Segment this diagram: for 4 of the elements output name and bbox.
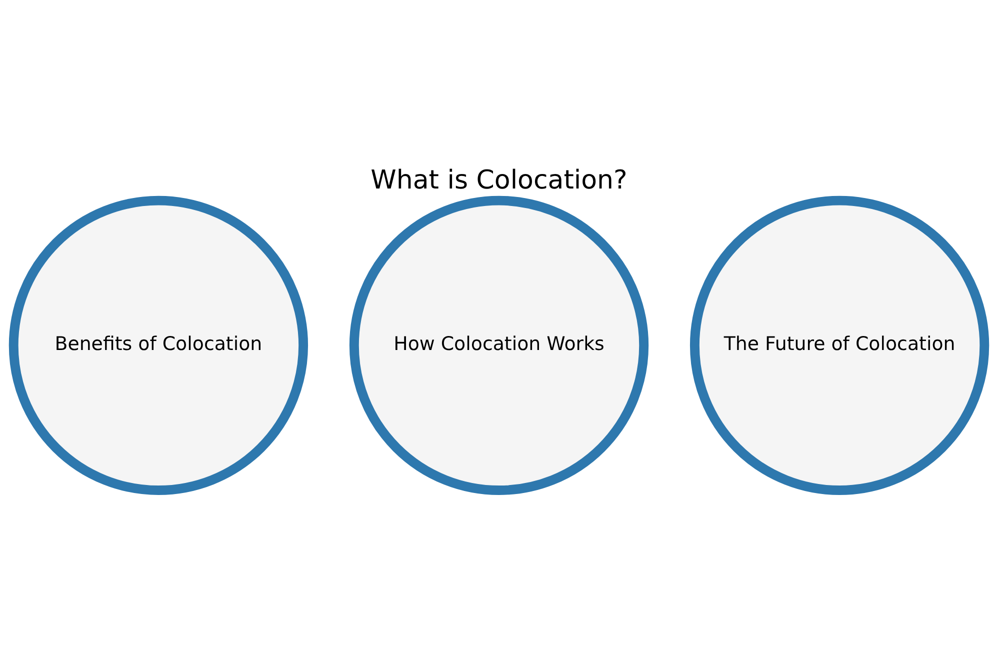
node-circle: Benefits of Colocation <box>8 195 308 494</box>
node-circle: How Colocation Works <box>349 195 649 494</box>
diagram-title: What is Colocation? <box>370 164 628 195</box>
node-circle: The Future of Colocation <box>690 195 990 494</box>
